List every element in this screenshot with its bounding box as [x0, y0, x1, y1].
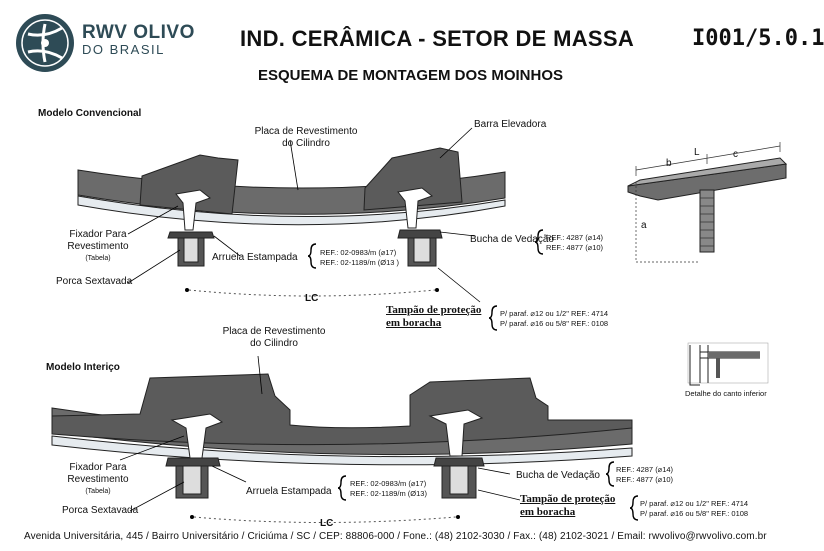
dim-c-label: c [733, 149, 738, 160]
conv-bush-refs: REF.: 4287 (⌀14)REF.: 4877 (⌀10) [546, 233, 604, 252]
conv-washer-refs: REF.: 02-0983/m (⌀17)REF.: 02-1189/m (Ø1… [320, 248, 400, 267]
dim-a-label: a [641, 220, 647, 231]
int-bolt-left [165, 413, 224, 499]
footer-address: Avenida Universitária, 445 / Bairro Univ… [24, 531, 767, 542]
lifter-bar-detail [627, 142, 788, 263]
conv-bolt-left [167, 189, 215, 267]
dim-b-label: b [666, 158, 672, 169]
interlocked-drawing [51, 355, 639, 523]
int-bolt-right [428, 409, 485, 499]
brand-subtitle: DO BRASIL [82, 42, 165, 57]
conventional-drawing [77, 127, 544, 331]
corner-detail [687, 342, 769, 386]
page-subtitle: ESQUEMA DE MONTAGEM DOS MOINHOS [258, 67, 564, 84]
int-washer-label: Arruela Estampada [246, 486, 332, 497]
conv-washer-label: Arruela Estampada [212, 252, 298, 263]
assembly-sheet: RWV OLIVO DO BRASIL IND. CERÂMICA - SETO… [16, 14, 824, 542]
interlocked-section-title: Modelo Interiço [46, 362, 120, 373]
conv-lifter-bar-label: Barra Elevadora [474, 119, 547, 130]
int-bush-refs: REF.: 4287 (⌀14)REF.: 4877 (⌀10) [616, 465, 674, 484]
int-washer-refs: REF.: 02-0983/m (⌀17)REF.: 02-1189/m (Ø1… [350, 479, 427, 498]
page-title: IND. CERÂMICA - SETOR DE MASSA [240, 26, 635, 51]
conv-sealing-bush-label: Bucha de Vedação [470, 234, 554, 245]
conv-bolt-right [397, 187, 443, 267]
brand-name: RWV OLIVO [82, 22, 195, 43]
corner-detail-caption: Detalhe do canto inferior [685, 389, 767, 398]
rwv-olivo-logo-icon [16, 14, 74, 72]
int-hex-nut-label: Porca Sextavada [62, 505, 139, 516]
document-code: I001/5.0.1 [692, 26, 824, 51]
conv-lc-label: LC [305, 293, 319, 304]
conv-hex-nut-label: Porca Sextavada [56, 276, 133, 287]
int-lc-label: LC [320, 518, 334, 529]
conventional-section-title: Modelo Convencional [38, 108, 142, 119]
int-sealing-bush-label: Bucha de Vedação [516, 470, 600, 481]
dim-l-label: L [694, 147, 700, 158]
